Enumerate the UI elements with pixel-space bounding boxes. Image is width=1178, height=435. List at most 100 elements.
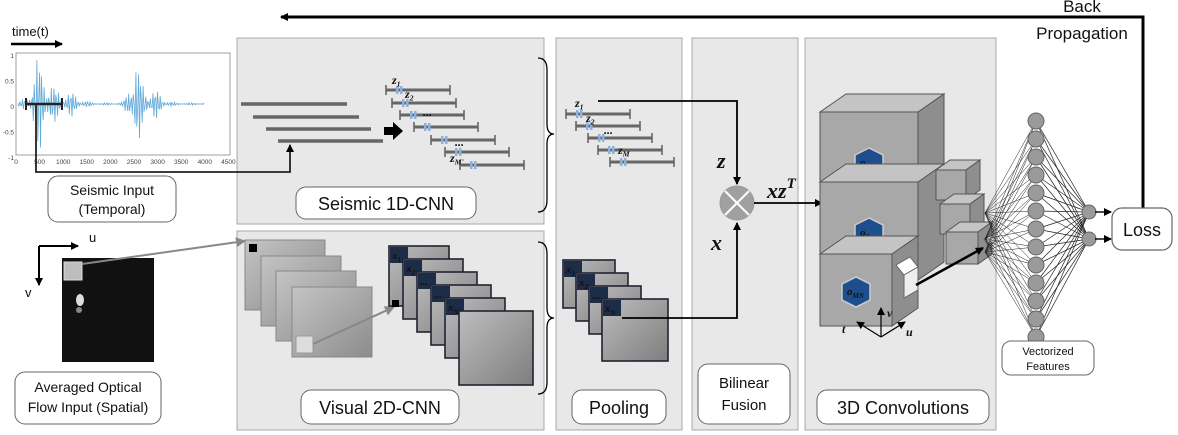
seismic-feature-bar <box>444 147 510 157</box>
fused-cube: oMN <box>818 235 920 327</box>
xzt-symbol: xzT <box>766 176 797 203</box>
feature-label: x2 <box>405 263 416 277</box>
feature-node <box>1027 148 1045 166</box>
feature-label: ... <box>420 276 428 288</box>
seismic-feature-bar <box>459 160 525 170</box>
seismic-waveform <box>17 60 205 148</box>
feature-node <box>1027 202 1045 220</box>
optical-input-label <box>14 371 162 425</box>
y-tick-label: 0 <box>10 104 14 111</box>
feature-node <box>1027 292 1045 310</box>
x-connector <box>622 222 741 319</box>
output-node <box>1081 204 1097 220</box>
seismic-input-label <box>47 175 177 223</box>
feature-node <box>1027 256 1045 274</box>
cube-label: oMN <box>847 286 865 300</box>
x-tick-label: 1000 <box>56 159 71 166</box>
z-connector <box>598 100 741 185</box>
pooled-seismic-bar <box>609 157 675 167</box>
x-tick-label: 4000 <box>198 159 213 166</box>
pooling-panel <box>555 37 683 431</box>
z-symbol: z <box>716 148 726 173</box>
pooled-seismic-bar <box>597 145 663 155</box>
seismic-cnn-title-box <box>295 186 477 220</box>
feature-node <box>1027 238 1045 256</box>
x-tick-label: 0 <box>14 159 18 166</box>
optical-connector <box>81 237 246 265</box>
svg-text:(Temporal): (Temporal) <box>79 201 146 217</box>
svg-text:Averaged Optical: Averaged Optical <box>34 379 141 395</box>
svg-text:t: t <box>842 322 846 336</box>
feature-label: z2 <box>585 111 595 127</box>
y-tick-label: 1 <box>10 53 14 60</box>
seismic-filter-bars <box>241 102 383 143</box>
feature-label: ... <box>455 135 464 149</box>
seismic-cnn-title: Seismic 1D-CNN <box>318 194 454 214</box>
feature-node <box>1027 274 1045 292</box>
visual-feature-map <box>458 310 534 386</box>
bilinear-title-2: Fusion <box>721 397 766 414</box>
svg-text:Seismic Input: Seismic Input <box>70 182 154 198</box>
y-tick-label: -1 <box>8 155 14 162</box>
feature-node <box>1027 130 1045 148</box>
pooled-seismic-bar <box>565 109 631 119</box>
feature-label: ... <box>592 290 600 302</box>
seismic-brace <box>537 57 555 213</box>
pooling-title-box <box>571 389 667 425</box>
visual-cnn-title: Visual 2D-CNN <box>319 398 441 418</box>
feature-node <box>1027 166 1045 184</box>
pooling-title: Pooling <box>589 398 649 418</box>
pooled-seismic-bar <box>587 133 653 143</box>
svg-text:v: v <box>25 285 32 300</box>
pooled-seismic-bar <box>575 121 641 131</box>
svg-text:u: u <box>906 325 913 339</box>
seismic-feature-bar <box>430 135 496 145</box>
seismic-input-connector <box>35 104 294 173</box>
visual-cnn-title-box <box>300 389 460 425</box>
feature-label: xN <box>604 303 617 317</box>
bilinear-title-box <box>697 363 791 425</box>
seismic-block-arrow <box>384 122 403 140</box>
bilinear-title-1: Bilinear <box>719 375 769 392</box>
y-tick-label: 0.5 <box>5 79 14 86</box>
x-tick-label: 4500 <box>221 159 236 166</box>
visual-conv-connector <box>312 306 395 345</box>
svg-text:Features: Features <box>1026 361 1070 373</box>
svg-text:Flow Input (Spatial): Flow Input (Spatial) <box>28 399 149 415</box>
visual-brace <box>537 241 555 395</box>
x-tick-label: 3000 <box>150 159 165 166</box>
conv-cube <box>934 159 982 201</box>
feature-node <box>1027 112 1045 130</box>
feature-node <box>1027 310 1045 328</box>
conv3d-title: 3D Convolutions <box>837 398 969 418</box>
conv3d-arrow <box>915 246 984 287</box>
pooled-visual-map: xN <box>601 298 669 362</box>
feature-node <box>1027 184 1045 202</box>
back-propagation-arrow <box>280 13 1145 212</box>
x-symbol: x <box>710 230 722 255</box>
feature-label: xN' <box>447 302 461 316</box>
output-node <box>1081 231 1097 247</box>
time-axis-label: time(t) <box>12 24 49 39</box>
fully-connected-network <box>984 112 1097 346</box>
back-prop-label: Back <box>1063 0 1101 16</box>
feature-label: x2 <box>578 277 589 291</box>
x-tick-label: 1500 <box>80 159 95 166</box>
feature-label: z2 <box>404 87 414 103</box>
x-tick-label: 2500 <box>127 159 142 166</box>
axes-3d <box>856 307 906 338</box>
conv-cube <box>944 221 994 265</box>
svg-text:v: v <box>887 306 893 320</box>
feature-label: ... <box>423 105 432 119</box>
seismic-feature-bar <box>399 110 465 120</box>
feature-label: zM' <box>449 151 465 167</box>
feature-label: z1 <box>391 73 401 89</box>
vectorized-features-label-box <box>1001 340 1095 376</box>
seismic-feature-bar <box>391 98 457 108</box>
feature-label: x1 <box>565 264 575 278</box>
x-tick-label: 2000 <box>103 159 118 166</box>
